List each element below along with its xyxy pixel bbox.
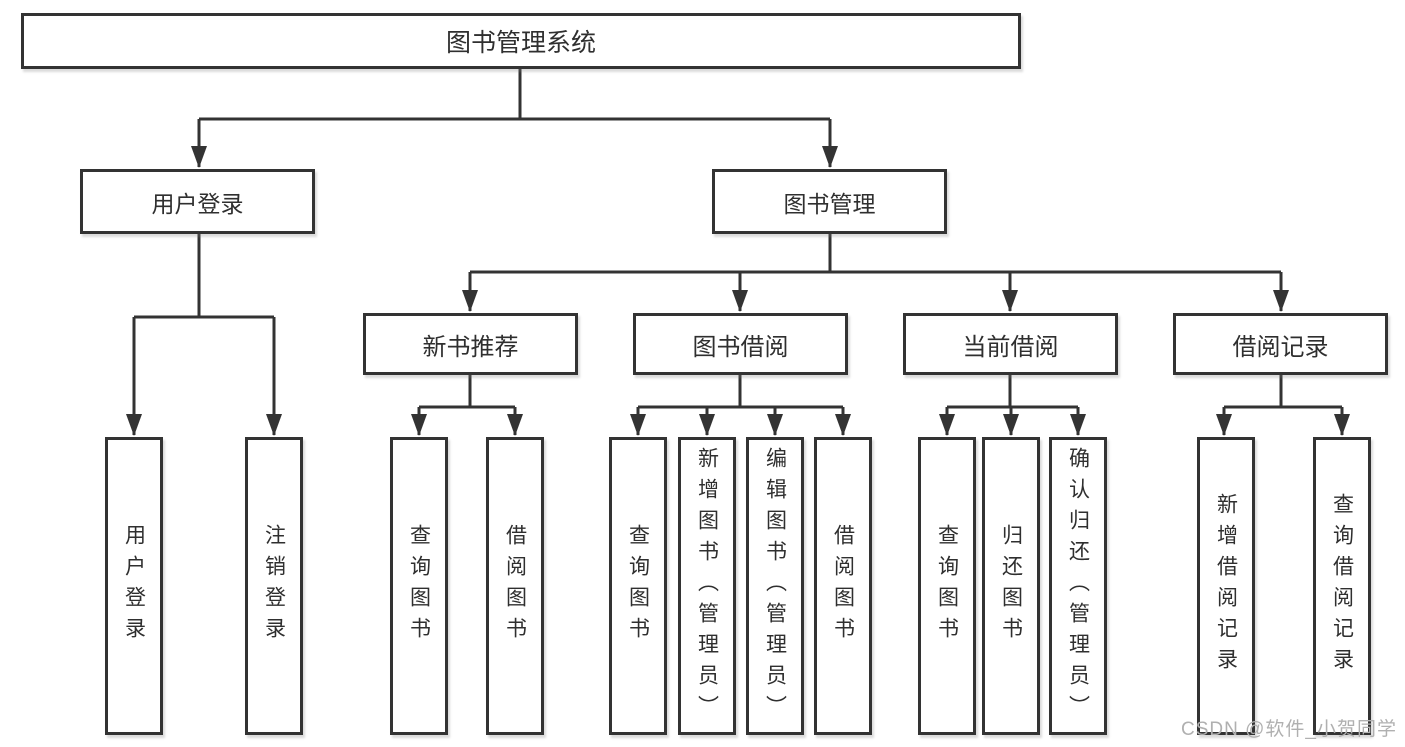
node-label: 图书借阅 (692, 333, 789, 361)
node-label: 新增图书（管理员） (695, 446, 719, 726)
watermark: CSDN @软件_小贺同学 (1181, 719, 1397, 740)
node-label: 当前借阅 (962, 333, 1059, 361)
node-leaf-confirm-return-admin: 确认归还（管理员） (1049, 437, 1107, 735)
node-leaf-add-borrow-record: 新增借阅记录 (1197, 437, 1255, 735)
node-label: 查询图书 (407, 524, 431, 648)
node-label: 用户登录 (151, 190, 244, 217)
node-leaf-borrow-books-recommend: 借阅图书 (486, 437, 544, 735)
node-leaf-add-books-admin: 新增图书（管理员） (678, 437, 736, 735)
node-label: 借阅记录 (1232, 333, 1329, 361)
node-label: 查询图书 (626, 524, 650, 648)
node-user-login-group: 用户登录 (80, 169, 315, 234)
node-label: 图书管理 (783, 190, 876, 217)
node-new-book-recommendation: 新书推荐 (363, 313, 578, 375)
node-leaf-edit-books-admin: 编辑图书（管理员） (746, 437, 804, 735)
node-leaf-user-login: 用户登录 (105, 437, 163, 735)
node-borrowing-records: 借阅记录 (1173, 313, 1388, 375)
node-library-management-system: 图书管理系统 (21, 13, 1021, 69)
node-leaf-query-books-current: 查询图书 (918, 437, 976, 735)
node-leaf-borrow-books: 借阅图书 (814, 437, 872, 735)
node-leaf-query-books-borrowing: 查询图书 (609, 437, 667, 735)
node-book-management-group: 图书管理 (712, 169, 947, 234)
node-label: 新书推荐 (422, 333, 519, 361)
node-leaf-return-books: 归还图书 (982, 437, 1040, 735)
node-label: 查询借阅记录 (1330, 493, 1354, 679)
node-label: 借阅图书 (503, 524, 527, 648)
node-label: 新增借阅记录 (1214, 493, 1238, 679)
node-book-borrowing: 图书借阅 (633, 313, 848, 375)
node-label: 确认归还（管理员） (1066, 446, 1090, 726)
node-label: 借阅图书 (831, 524, 855, 648)
node-label: 编辑图书（管理员） (763, 446, 787, 726)
node-leaf-logout: 注销登录 (245, 437, 303, 735)
node-label: 图书管理系统 (445, 29, 596, 57)
node-label: 归还图书 (999, 524, 1023, 648)
node-current-borrowing: 当前借阅 (903, 313, 1118, 375)
node-label: 用户登录 (122, 524, 146, 648)
node-leaf-query-borrow-record: 查询借阅记录 (1313, 437, 1371, 735)
node-label: 查询图书 (935, 524, 959, 648)
node-label: 注销登录 (262, 524, 286, 648)
node-leaf-query-books-recommend: 查询图书 (390, 437, 448, 735)
